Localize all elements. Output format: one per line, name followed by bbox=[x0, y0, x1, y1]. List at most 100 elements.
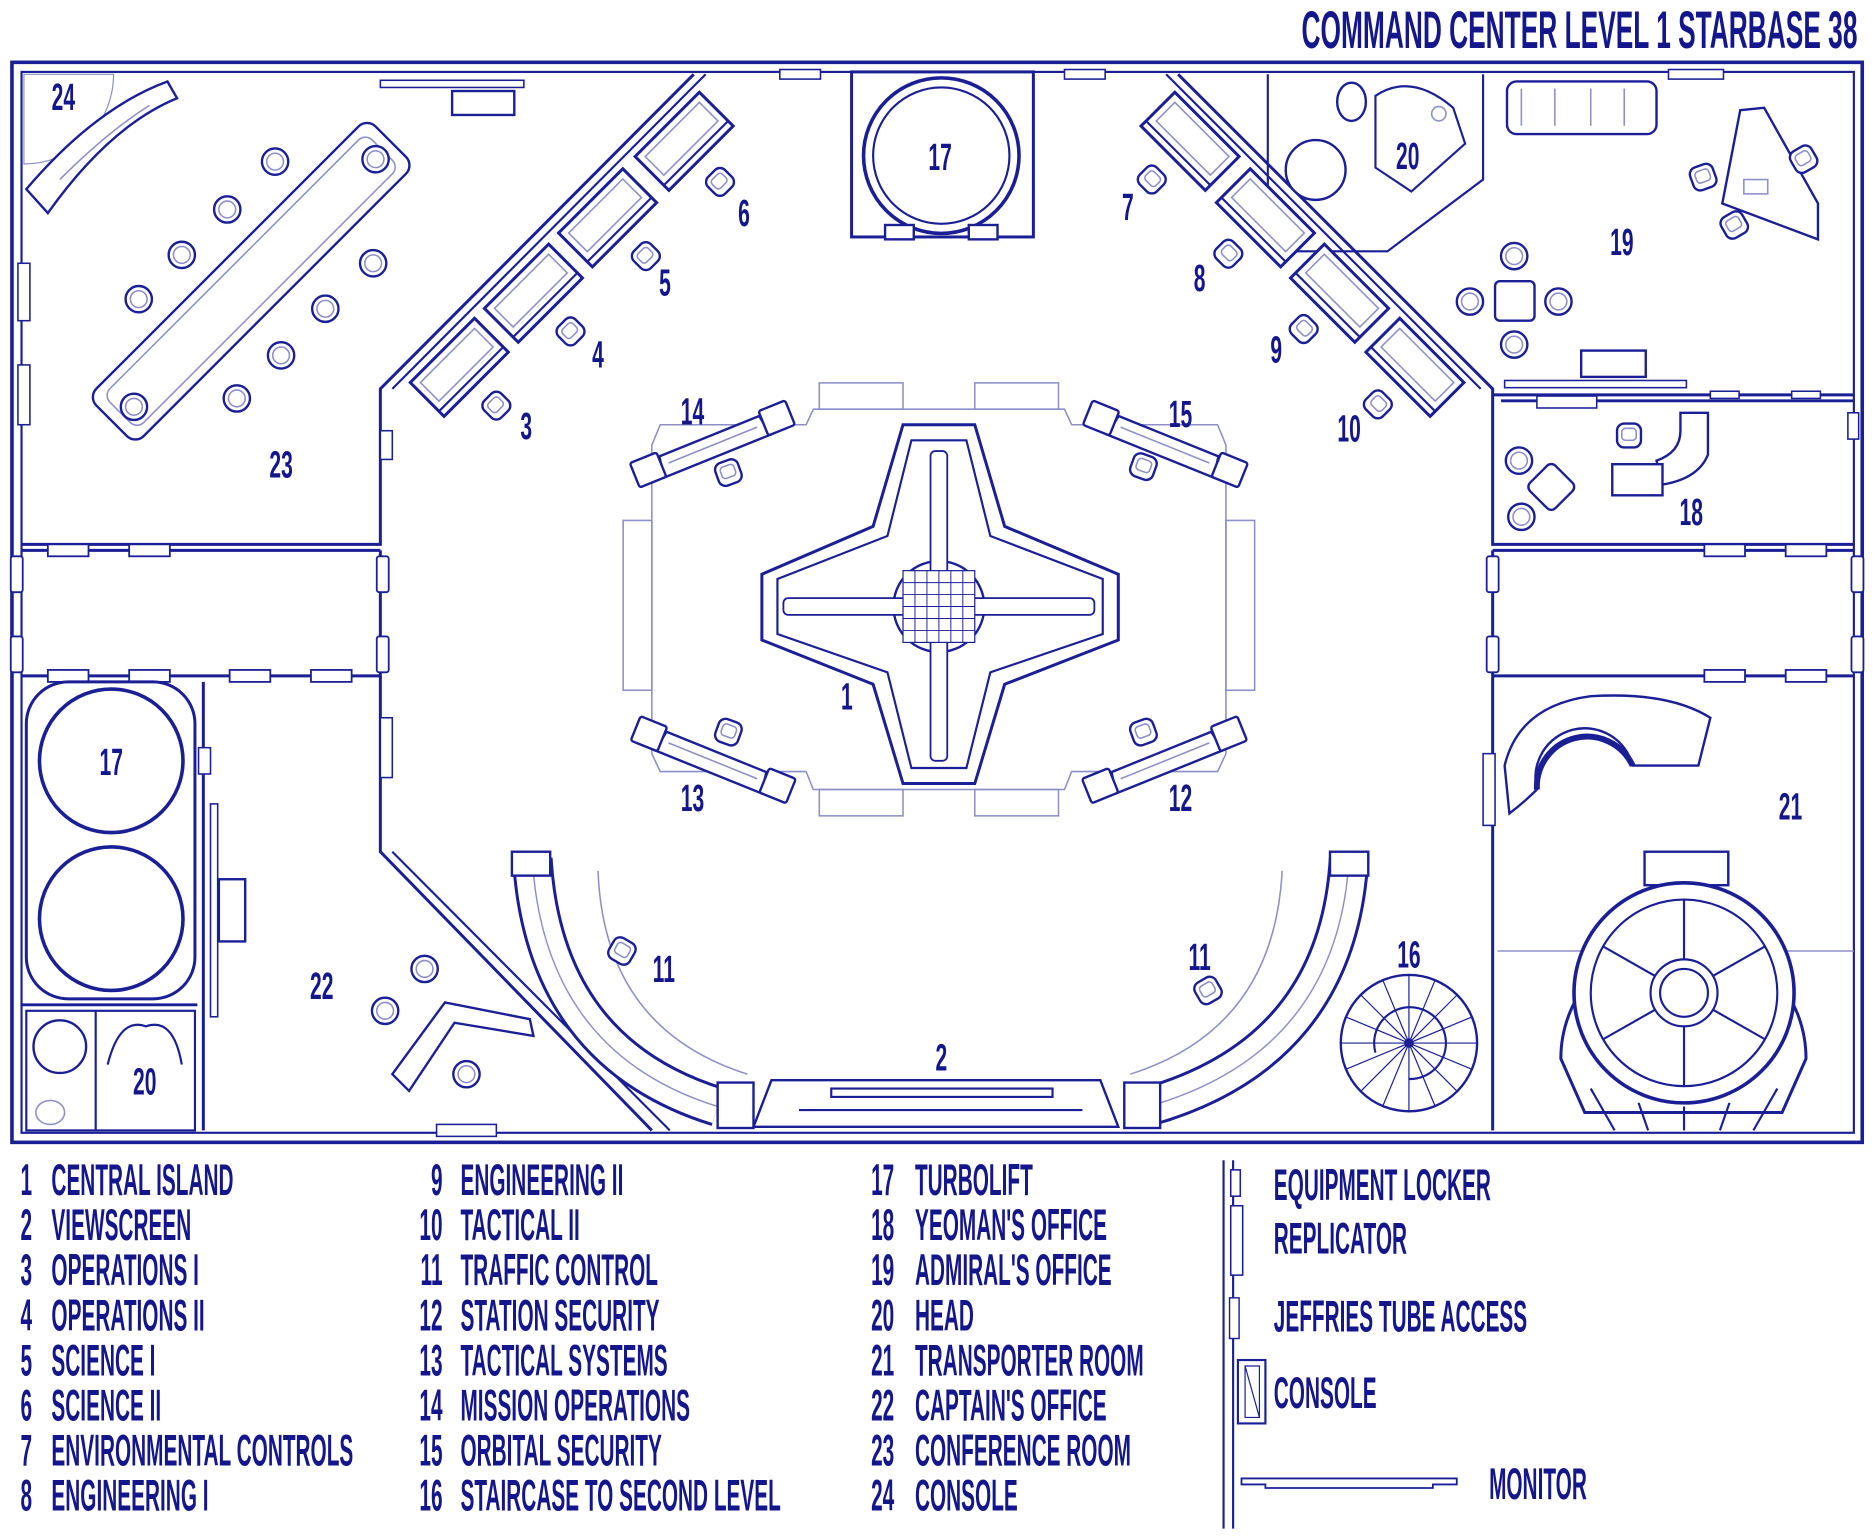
label-22: 22 bbox=[310, 964, 333, 1007]
door[interactable] bbox=[128, 669, 171, 683]
replicator[interactable] bbox=[17, 262, 31, 322]
wall-inner-line bbox=[391, 850, 671, 1132]
door[interactable] bbox=[375, 635, 390, 674]
transporter-room bbox=[1503, 694, 1808, 1131]
door[interactable] bbox=[375, 555, 390, 594]
console[interactable] bbox=[217, 878, 247, 943]
chair bbox=[1126, 450, 1160, 484]
door[interactable] bbox=[128, 543, 171, 558]
chair bbox=[701, 163, 739, 201]
door[interactable] bbox=[1703, 543, 1746, 558]
replicator[interactable] bbox=[379, 716, 394, 779]
replicator[interactable] bbox=[1063, 68, 1106, 80]
chair bbox=[1615, 422, 1643, 449]
equipment-locker[interactable] bbox=[1790, 390, 1822, 400]
jeffries-tube-access[interactable] bbox=[9, 635, 24, 674]
label-7: 7 bbox=[1122, 186, 1134, 229]
captain-office bbox=[209, 803, 535, 1093]
legend-label: STATION SECURITY bbox=[460, 1292, 659, 1341]
monitor bbox=[1503, 379, 1688, 389]
chair bbox=[1544, 287, 1573, 316]
replicator[interactable] bbox=[779, 68, 822, 80]
transporter-steps bbox=[1589, 1088, 1779, 1131]
central-island-area[interactable] bbox=[622, 382, 1256, 817]
plan-labels: 24 6 17 7 20 19 5 8 4 9 3 10 14 15 23 18… bbox=[52, 75, 1802, 1103]
chair bbox=[222, 384, 252, 413]
console[interactable] bbox=[450, 89, 516, 117]
transporter-center-inner bbox=[1659, 967, 1710, 1018]
console[interactable] bbox=[1579, 349, 1647, 379]
legend-label: TACTICAL II bbox=[460, 1202, 579, 1251]
door[interactable] bbox=[1485, 555, 1500, 594]
legend-number: 23 bbox=[871, 1427, 894, 1476]
chair bbox=[552, 313, 589, 350]
replicator[interactable] bbox=[435, 1123, 498, 1138]
transporter-pad[interactable] bbox=[1572, 881, 1796, 1105]
legend-number: 9 bbox=[431, 1157, 443, 1206]
legend-number: 1 bbox=[21, 1157, 33, 1206]
chair bbox=[711, 715, 745, 749]
console-mission-operations[interactable] bbox=[628, 399, 797, 489]
shower bbox=[1374, 85, 1467, 193]
equipment-locker[interactable] bbox=[379, 429, 394, 461]
wall-consoles-left[interactable] bbox=[408, 90, 739, 424]
console-end bbox=[716, 1081, 755, 1130]
viewscreen[interactable] bbox=[751, 1078, 1121, 1129]
island-inner-outline bbox=[776, 439, 1104, 770]
equipment-locker[interactable] bbox=[197, 746, 212, 775]
chair bbox=[1359, 386, 1396, 423]
viewscreen-frame[interactable] bbox=[751, 1078, 1121, 1129]
chair bbox=[1499, 330, 1529, 359]
rail bbox=[597, 870, 748, 1075]
traffic-control[interactable] bbox=[510, 850, 1370, 1130]
turbolift-car bbox=[37, 845, 185, 993]
replicator[interactable] bbox=[1667, 68, 1725, 80]
jeffries-tube-access[interactable] bbox=[9, 555, 24, 594]
turbolift-lower[interactable] bbox=[24, 680, 197, 1001]
sink bbox=[1284, 138, 1347, 202]
door[interactable] bbox=[1784, 543, 1828, 558]
door[interactable] bbox=[1485, 635, 1500, 674]
door[interactable] bbox=[1784, 669, 1828, 683]
jeffries-tube-access[interactable] bbox=[1850, 555, 1865, 594]
door[interactable] bbox=[1703, 669, 1746, 683]
toilet bbox=[1335, 81, 1368, 123]
replicator[interactable] bbox=[17, 364, 31, 426]
legend-label: TRANSPORTER ROOM bbox=[915, 1337, 1144, 1386]
jeffries-tube-access[interactable] bbox=[1850, 635, 1865, 674]
label-4: 4 bbox=[592, 333, 604, 376]
key-jeffries-tube: JEFFRIES TUBE ACCESS bbox=[1274, 1293, 1527, 1342]
chair bbox=[604, 933, 640, 969]
door[interactable] bbox=[46, 543, 90, 558]
equipment-locker[interactable] bbox=[1709, 390, 1740, 400]
staircase[interactable] bbox=[1339, 973, 1479, 1113]
chair bbox=[711, 456, 745, 490]
transporter-console[interactable] bbox=[1503, 694, 1712, 816]
console[interactable] bbox=[1611, 463, 1664, 497]
equipment-locker[interactable] bbox=[1847, 411, 1860, 440]
door[interactable] bbox=[310, 669, 353, 683]
chair bbox=[358, 248, 388, 278]
legend-label: HEAD bbox=[915, 1292, 974, 1341]
console-orbital-security[interactable] bbox=[1081, 399, 1250, 489]
stair-arrow bbox=[1373, 1006, 1447, 1081]
drain bbox=[1430, 105, 1447, 122]
turbolift-top[interactable] bbox=[850, 70, 1035, 241]
door[interactable] bbox=[228, 669, 272, 683]
stair-treads bbox=[1340, 974, 1478, 1112]
door[interactable] bbox=[46, 669, 90, 683]
replicator[interactable] bbox=[1536, 395, 1598, 409]
title-text: COMMAND CENTER LEVEL 1 STARBASE 38 bbox=[1302, 0, 1858, 59]
replicator[interactable] bbox=[1482, 752, 1496, 827]
sofa bbox=[1505, 80, 1658, 136]
chair bbox=[1716, 207, 1752, 243]
label-17: 17 bbox=[928, 135, 951, 178]
console-24[interactable] bbox=[23, 73, 179, 215]
island-floor-outline bbox=[651, 408, 1227, 791]
legend-number: 2 bbox=[21, 1202, 33, 1251]
